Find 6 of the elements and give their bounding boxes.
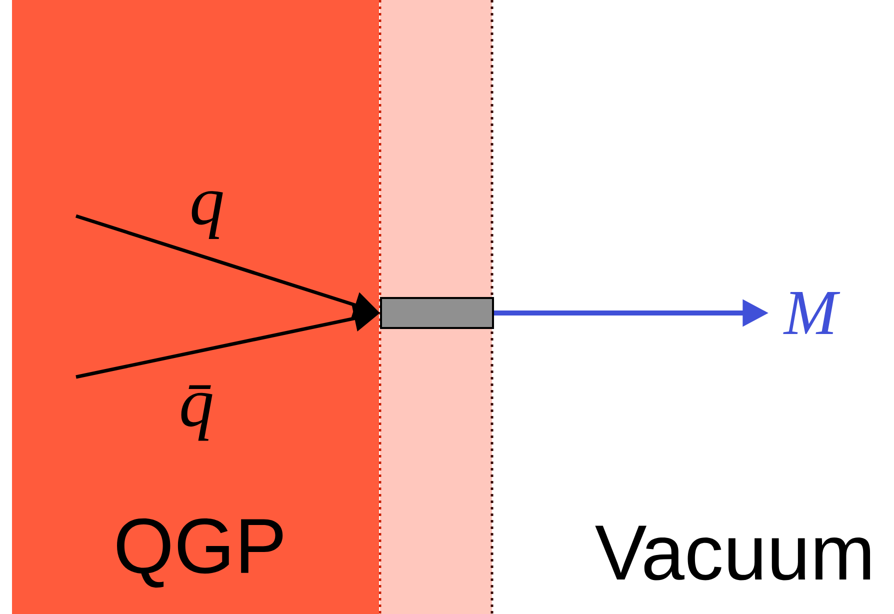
edge-label: q̄ <box>181 385 212 441</box>
edge-label: q <box>192 191 223 239</box>
region-label: QGP <box>117 518 283 588</box>
meson-box <box>380 297 494 329</box>
region-label: Vacuum <box>595 526 870 580</box>
particle-label: M <box>783 292 840 334</box>
